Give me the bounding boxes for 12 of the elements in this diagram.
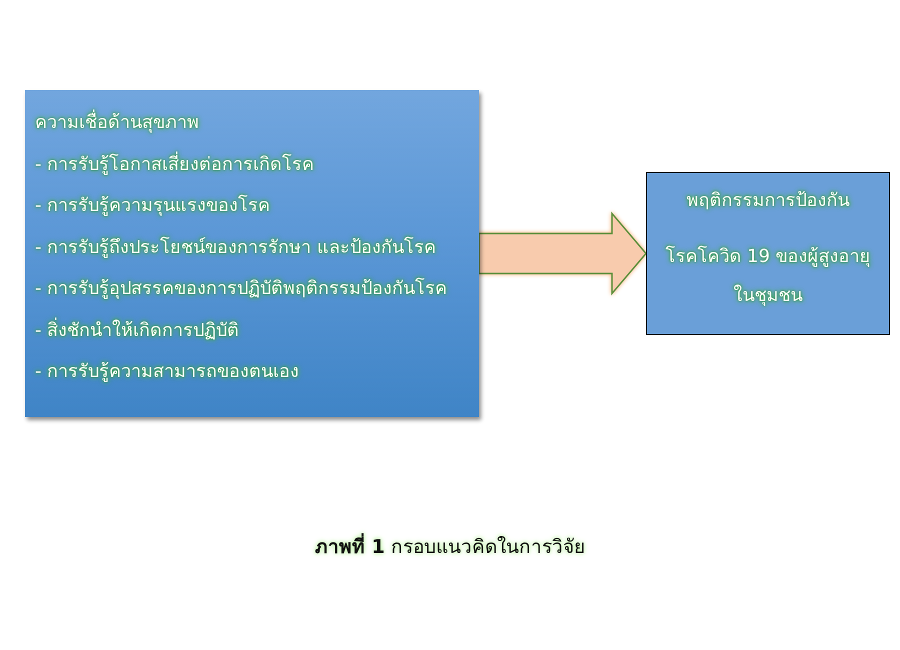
concept-box [25, 90, 479, 417]
box-heading: ความเชื่อด้านสุขภาพ [35, 102, 199, 144]
list-item: - สิ่งชักนำให้เกิดการปฏิบัติ [35, 316, 240, 342]
list-item: - การรับรู้อุปสรรคของการปฏิบัติพฤติกรรมป้องกันโรค [35, 276, 448, 301]
list-item: - การรับรู้ความรุนแรงของโรค [35, 194, 270, 218]
list-item: - การรับรู้ความสามารถของตนเอง [35, 360, 300, 384]
box-heading: พฤติกรรมการป้องกัน [686, 189, 850, 213]
list-item: - การรับรู้ถึงประโยชน์ของการรักษา และป้องกันโรค [35, 236, 436, 260]
box-text: โรคโควิด 19 ของผู้สูงอายุในชุมชน [664, 244, 872, 308]
list-item: - การรับรู้โอกาสเสี่ยงต่อการเกิดโรค [35, 150, 314, 177]
outcome-box [646, 172, 890, 335]
block-arrow [478, 211, 647, 296]
